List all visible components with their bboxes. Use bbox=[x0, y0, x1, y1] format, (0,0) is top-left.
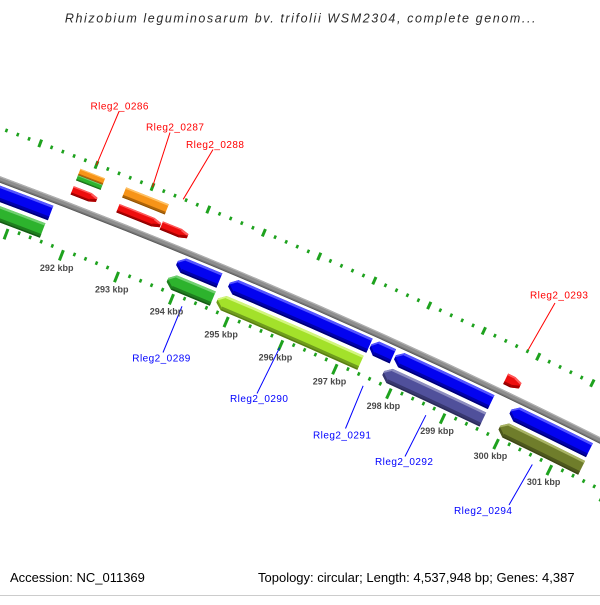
svg-text:Rleg2_0292: Rleg2_0292 bbox=[375, 457, 433, 468]
svg-text:Accession: NC_011369: Accession: NC_011369 bbox=[10, 570, 145, 585]
svg-text:Topology: circular; Length: 4,: Topology: circular; Length: 4,537,948 bp… bbox=[258, 570, 575, 585]
svg-text:Rhizobium leguminosarum bv. tr: Rhizobium leguminosarum bv. trifolii WSM… bbox=[65, 11, 537, 25]
svg-text:292 kbp: 292 kbp bbox=[40, 263, 74, 273]
svg-text:Rleg2_0294: Rleg2_0294 bbox=[454, 506, 512, 517]
svg-text:297 kbp: 297 kbp bbox=[313, 377, 347, 387]
svg-text:Rleg2_0289: Rleg2_0289 bbox=[132, 354, 190, 365]
svg-text:299 kbp: 299 kbp bbox=[420, 426, 454, 436]
svg-text:Rleg2_0287: Rleg2_0287 bbox=[146, 123, 204, 134]
svg-text:300 kbp: 300 kbp bbox=[474, 451, 508, 461]
svg-text:294 kbp: 294 kbp bbox=[150, 307, 184, 317]
svg-text:296 kbp: 296 kbp bbox=[259, 353, 293, 363]
svg-text:Rleg2_0286: Rleg2_0286 bbox=[91, 102, 149, 113]
svg-text:Rleg2_0288: Rleg2_0288 bbox=[186, 140, 244, 151]
svg-text:Rleg2_0291: Rleg2_0291 bbox=[313, 431, 371, 442]
svg-text:295 kbp: 295 kbp bbox=[204, 329, 238, 339]
svg-text:298 kbp: 298 kbp bbox=[367, 401, 401, 411]
svg-text:301 kbp: 301 kbp bbox=[527, 477, 561, 487]
svg-text:Rleg2_0293: Rleg2_0293 bbox=[530, 291, 588, 302]
svg-text:Rleg2_0290: Rleg2_0290 bbox=[230, 394, 288, 405]
svg-text:293 kbp: 293 kbp bbox=[95, 285, 129, 295]
